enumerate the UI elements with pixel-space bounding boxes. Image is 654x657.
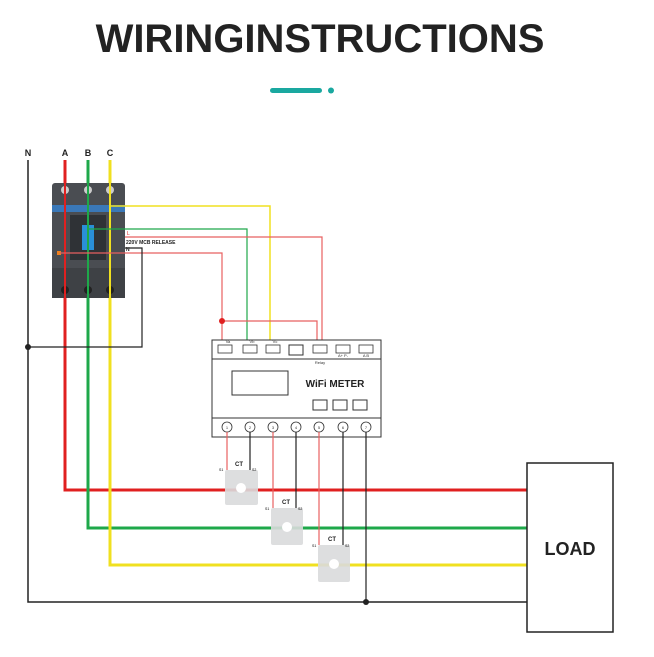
label-c: C bbox=[107, 148, 114, 158]
terminal-va: Va bbox=[226, 339, 231, 344]
title-underline bbox=[270, 88, 322, 93]
label-b: B bbox=[85, 148, 92, 158]
neutral-wire bbox=[27, 160, 527, 603]
meter-display bbox=[231, 370, 289, 396]
page-title: WIRINGINSTRUCTIONS bbox=[96, 17, 545, 61]
terminal-vc: Vc bbox=[273, 339, 278, 344]
breaker-l-label: L bbox=[127, 231, 130, 237]
wifi-meter: WiFi METER 1 2 3 4 5 6 7 Va Vb Vc Relay … bbox=[211, 339, 382, 438]
load-label: LOAD bbox=[545, 539, 596, 559]
junction-dot bbox=[219, 318, 225, 324]
relay-wire bbox=[222, 320, 318, 346]
terminal-6: 6 bbox=[342, 425, 345, 430]
current-transformer-1: CT S1 S2 bbox=[219, 462, 258, 505]
meter-button bbox=[332, 399, 348, 411]
terminal-vb: Vb bbox=[250, 339, 256, 344]
current-transformer-2: CT S1 S2 bbox=[265, 500, 303, 545]
terminal-5: 5 bbox=[318, 425, 321, 430]
breaker-n-label: N bbox=[126, 247, 130, 253]
relay-label: Relay bbox=[315, 360, 325, 365]
release-n-wire bbox=[28, 247, 143, 348]
ct-label: CT bbox=[235, 462, 243, 468]
va-wire bbox=[60, 252, 223, 346]
relay-l-wire bbox=[125, 236, 323, 346]
terminal-2: 2 bbox=[249, 425, 252, 430]
terminal-4: 4 bbox=[295, 425, 298, 430]
ct-s2: S2 bbox=[345, 544, 349, 548]
load-box bbox=[526, 462, 614, 633]
terminal-7: 7 bbox=[365, 425, 368, 430]
meter-button bbox=[312, 399, 328, 411]
ct-s2: S2 bbox=[252, 468, 256, 472]
ct-s1: S1 bbox=[312, 544, 316, 548]
meter-name: WiFi METER bbox=[306, 379, 366, 390]
terminal-1: 1 bbox=[226, 425, 229, 430]
ct-s2: S2 bbox=[298, 507, 302, 511]
vc-wire bbox=[110, 205, 271, 346]
label-n: N bbox=[25, 148, 32, 158]
ct-label: CT bbox=[282, 500, 290, 506]
ct-s1: S1 bbox=[265, 507, 269, 511]
vb-wire bbox=[88, 228, 248, 346]
ab-label: A B bbox=[363, 353, 370, 358]
ct-label: CT bbox=[328, 537, 336, 543]
ct-s1: S1 bbox=[219, 468, 223, 472]
breaker-release-label: 220V MCB RELEASE bbox=[126, 240, 176, 246]
rs485-label: A+ P- bbox=[338, 353, 349, 358]
title-dot bbox=[328, 87, 334, 94]
label-a: A bbox=[62, 148, 69, 158]
meter-button bbox=[352, 399, 368, 411]
current-transformer-3: CT S1 S2 bbox=[312, 537, 350, 582]
terminal-3: 3 bbox=[272, 425, 275, 430]
